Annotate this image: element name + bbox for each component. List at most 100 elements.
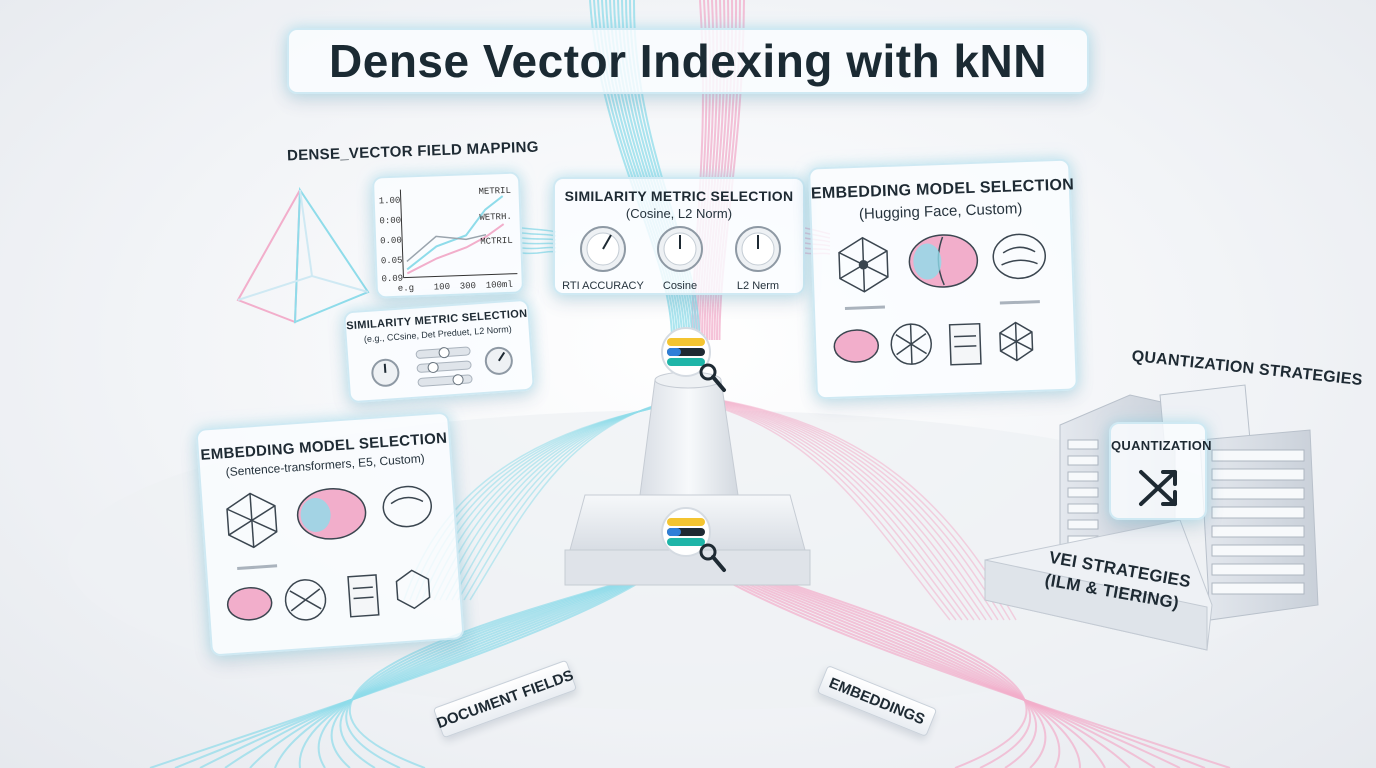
quantization-badge: QUANTIZATION: [1109, 422, 1212, 520]
x-tick: e.g: [397, 283, 415, 294]
slider-controls: [371, 346, 513, 387]
fiber-strand: [521, 246, 557, 250]
legend-entry: WETRH.: [479, 211, 512, 223]
fiber-strand: [521, 250, 557, 255]
server-slot: [1211, 525, 1305, 538]
divider-line: [999, 300, 1040, 305]
title-panel: Dense Vector Indexing with kNN: [287, 28, 1089, 94]
fiber-strand: [699, 399, 969, 621]
y-tick: 0:00: [379, 215, 402, 227]
fiber-strand: [714, 399, 1005, 621]
brain-outline-icon: [382, 485, 433, 528]
x-tick: 100: [433, 281, 451, 293]
knob-label-l2: L2 Nerm: [736, 280, 780, 292]
server-slot: [1067, 487, 1099, 498]
brain-icon: [908, 234, 979, 288]
fiber-strand: [348, 559, 700, 768]
legend-entry: METRIL: [478, 185, 512, 197]
fiber-strand: [711, 399, 999, 621]
chart-line-cyan: [406, 195, 504, 271]
server-slot: [1067, 503, 1099, 514]
divider-line: [844, 305, 885, 310]
y-tick: 1.00: [378, 195, 401, 207]
cosine-knob[interactable]: [657, 226, 703, 272]
shuffle-icon: [1139, 470, 1177, 506]
small-knob-left[interactable]: [371, 358, 400, 387]
fiber-strand: [716, 559, 1031, 768]
network-icon: [226, 492, 278, 549]
l2-knob[interactable]: [735, 226, 781, 272]
knob-label-cosine: Cosine: [662, 280, 698, 292]
server-slot: [1211, 506, 1305, 519]
chart-line-pink: [406, 223, 505, 275]
embedding-right-subtitle: (Hugging Face, Custom): [858, 200, 1023, 223]
fiber-strand: [521, 227, 557, 233]
mesh-icon: [890, 323, 933, 365]
fiber-strand: [691, 559, 1231, 768]
fiber-strand: [706, 399, 987, 621]
fiber-strand: [704, 399, 981, 621]
fiber-strand: [719, 559, 1028, 768]
server-slot: [1211, 582, 1305, 595]
server-icon: [948, 322, 982, 366]
brain-icon: [833, 329, 880, 363]
server-slot: [1211, 544, 1305, 557]
mesh-icon: [284, 579, 327, 621]
fiber-strand: [521, 232, 557, 237]
server-slot: [1211, 563, 1305, 576]
y-tick: 0.05: [380, 255, 403, 267]
similarity-metric-panel: SIMILARITY METRIC SELECTION (Cosine, L2 …: [553, 177, 805, 295]
accuracy-knob[interactable]: [580, 226, 626, 272]
small-knob-right[interactable]: [484, 346, 513, 375]
y-tick: 0.00: [380, 235, 402, 247]
legend-entry: MCTRIL: [480, 235, 513, 247]
knob-label-accuracy: RTI ACCURACY: [562, 280, 644, 292]
central-tower: [564, 371, 811, 586]
slider-track[interactable]: [416, 360, 472, 373]
search-logo-icon: [661, 327, 726, 392]
fiber-strand: [714, 559, 1037, 768]
slider-track[interactable]: [417, 374, 473, 387]
brain-icon: [226, 586, 273, 621]
embedding-model-panel-left: EMBEDDING MODEL SELECTION (Sentence-tran…: [195, 411, 465, 657]
server-slot: [1211, 487, 1305, 500]
field-mapping-chart: 1.00 0:00 0.00 0.05 0.09 e.g 100 300 100…: [371, 171, 525, 299]
node-graph-icon: [395, 569, 431, 610]
server-slot: [1067, 439, 1099, 450]
brain-outline-icon: [992, 233, 1047, 280]
embedding-model-panel-right: EMBEDDING MODEL SELECTION (Hugging Face,…: [808, 158, 1078, 400]
model-icon-grid: [226, 485, 433, 621]
similarity-metric-panel-small: SIMILARITY METRIC SELECTION (e.g., CCsin…: [343, 298, 535, 404]
search-logo-icon: [661, 507, 726, 572]
server-slot: [1067, 471, 1099, 482]
fiber-strand: [693, 559, 1206, 768]
node-graph-icon: [999, 321, 1034, 362]
x-tick: 300: [459, 281, 477, 292]
similarity-metric-title: SIMILARITY METRIC SELECTION: [564, 188, 794, 204]
chart-line-gray: [406, 233, 487, 263]
vei-slab-front: [984, 559, 1208, 651]
server-slot: [1211, 449, 1305, 462]
mini-chart: [399, 189, 518, 279]
fiber-strand: [711, 559, 1047, 768]
pyramid-icon: [236, 186, 370, 324]
model-icon-grid: [833, 233, 1047, 366]
fiber-strand: [701, 399, 975, 621]
fiber-strand: [521, 242, 557, 245]
fiber-strand: [521, 237, 557, 241]
knob-row: [580, 226, 781, 272]
fiber-strand: [149, 559, 673, 768]
divider-line: [237, 564, 278, 571]
fiber-strand: [709, 399, 993, 621]
network-icon: [838, 236, 889, 293]
server-slot: [1067, 455, 1099, 466]
server-icon: [347, 574, 380, 618]
fiber-strand: [694, 399, 957, 621]
page-title: Dense Vector Indexing with kNN: [329, 35, 1047, 87]
server-slot: [1211, 468, 1305, 481]
similarity-metric-subtitle: (Cosine, L2 Norm): [625, 206, 733, 221]
fiber-strand: [696, 399, 963, 621]
quantization-badge-label: QUANTIZATION: [1111, 438, 1212, 453]
brain-icon: [296, 488, 367, 540]
